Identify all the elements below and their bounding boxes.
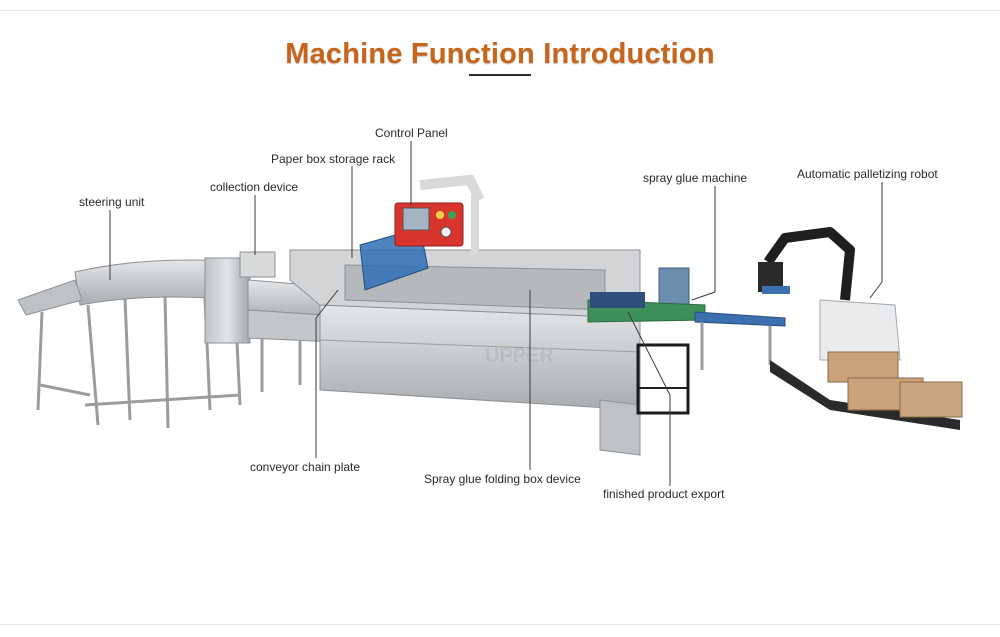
label-paper-box-storage-rack: Paper box storage rack [271,152,396,166]
leader-lines [109,141,883,486]
label-steering-unit: steering unit [79,195,145,209]
top-divider [0,10,1000,11]
label-control-panel: Control Panel [375,126,448,140]
cartoning-machine-body: UPPER [289,249,641,456]
label-conveyor-chain-plate: conveyor chain plate [250,460,361,474]
page-title: Machine Function Introduction [285,38,715,70]
output-belt-graphic [694,311,786,370]
leader-spray-glue-machine-d [691,291,716,301]
label-collection-device: collection device [210,180,299,194]
label-automatic-palletizing-robot: Automatic palletizing robot [797,167,938,181]
label-finished-product-export: finished product export [603,487,725,501]
leader-palletizing-robot-d [869,281,883,299]
palletizing-robot-graphic [758,227,963,430]
title-underline [469,74,531,76]
watermark-text: UPPER [485,345,554,367]
bottom-divider [0,624,1000,625]
collection-device-graphic [204,251,276,344]
spray-glue-machine-graphic [587,267,706,323]
control-panel-graphic [394,174,485,255]
label-spray-glue-folding-box-device: Spray glue folding box device [424,472,581,486]
finished-product-export-graphic [636,343,690,415]
label-spray-glue-machine: spray glue machine [643,171,748,185]
leader-conveyor-chain-plate-d [315,289,339,319]
leader-finished-product-export-d [627,311,671,396]
